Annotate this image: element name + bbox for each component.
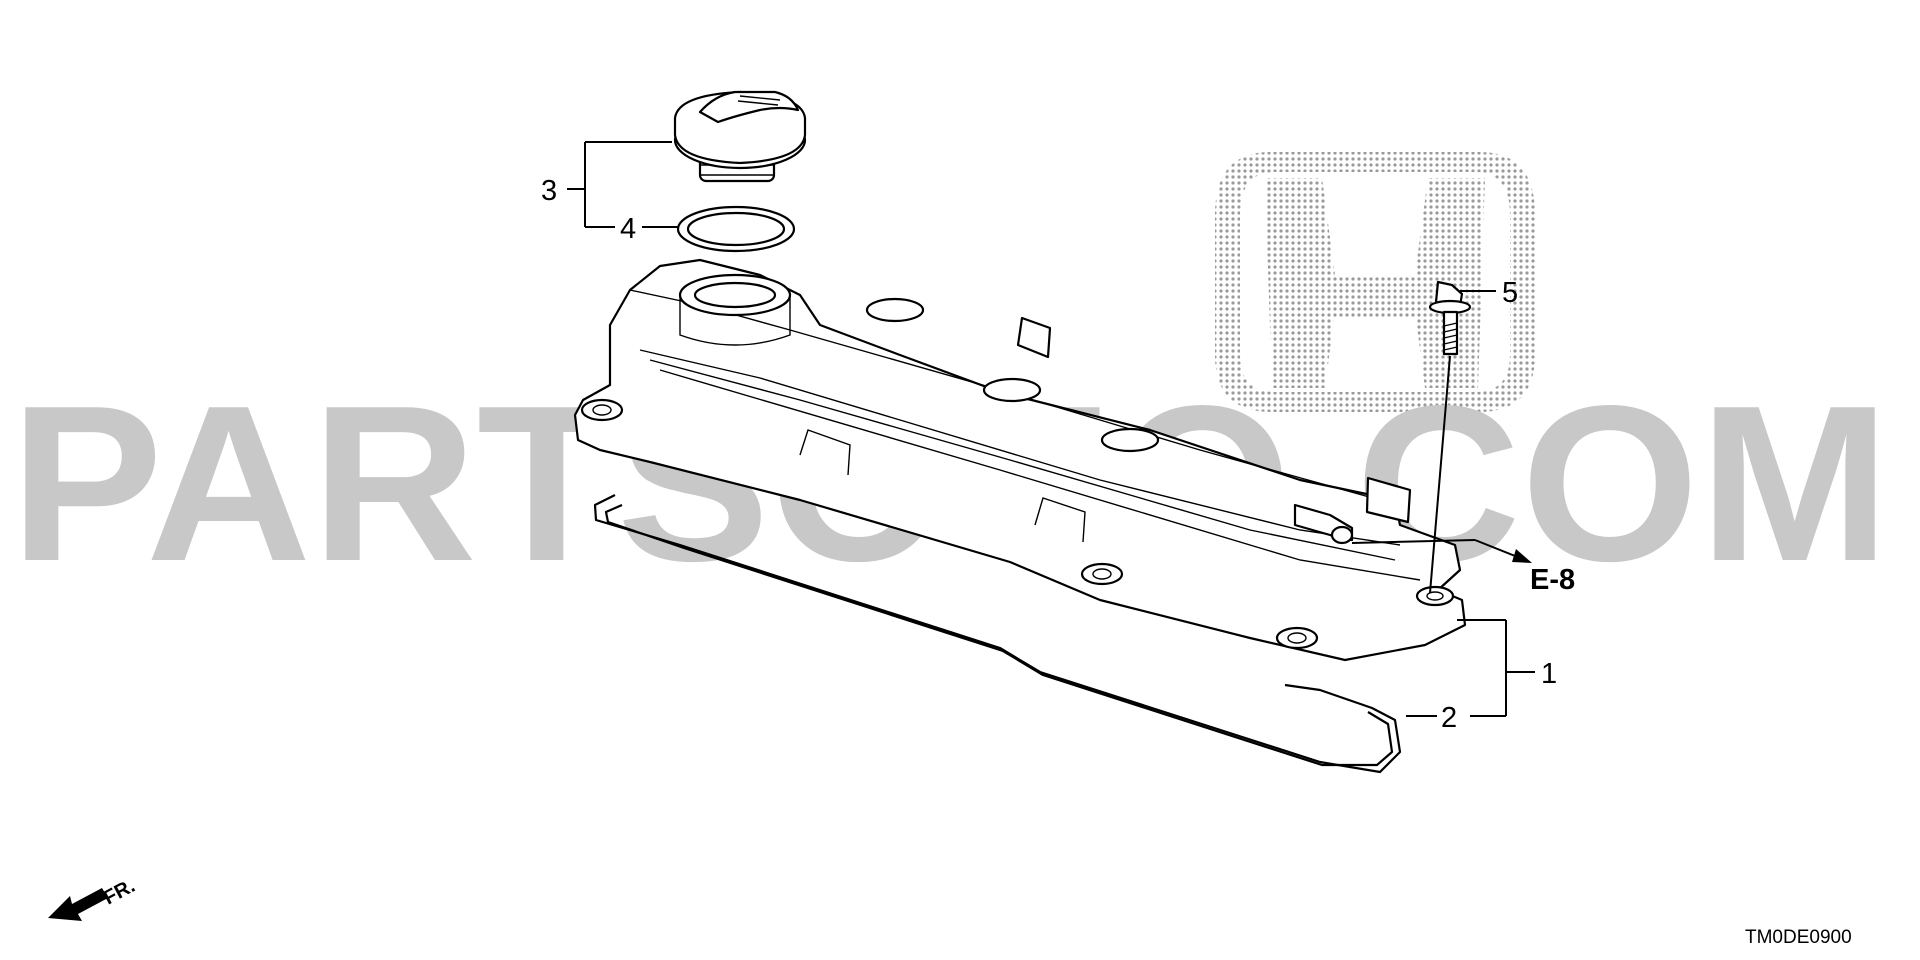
honda-h-letter [1265,178,1485,388]
honda-logo-watermark [1215,152,1535,412]
section-reference: E-8 [1530,564,1575,596]
o-ring [676,205,796,253]
head-cover-gasket [593,494,1402,774]
diagram-code: TM0DE0900 [1745,927,1852,948]
callout-3: 3 [541,175,557,207]
honda-h-logo-icon [1215,152,1535,412]
callout-2: 2 [1441,702,1457,734]
flange-bolt [1428,280,1472,594]
front-label: FR. [100,875,139,910]
front-arrow-icon [48,888,108,921]
callout-5: 5 [1502,277,1518,309]
reference-arrow-icon [1512,549,1532,563]
callout-1: 1 [1541,658,1557,690]
oil-filler-cap [673,90,807,183]
cylinder-head-cover [573,258,1467,662]
callout-4: 4 [620,213,636,245]
leader-lines [567,141,1535,717]
front-direction-indicator: FR. [48,875,139,921]
